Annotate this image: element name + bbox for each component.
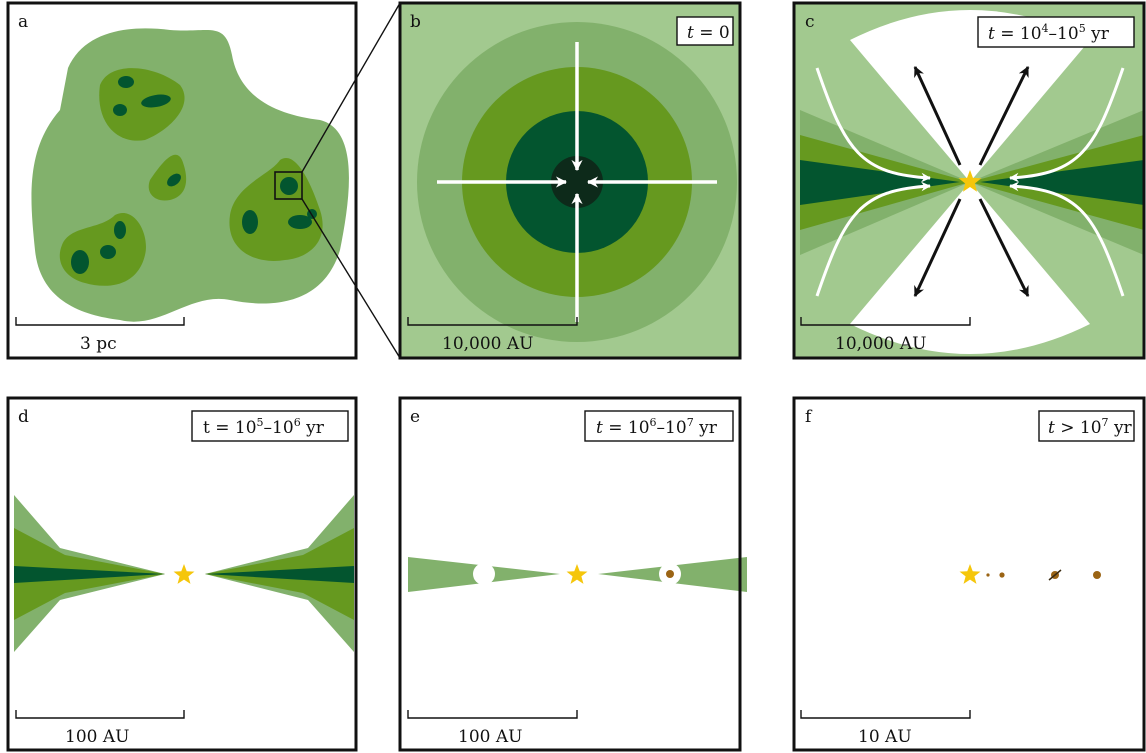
- planet-icon: [986, 573, 990, 577]
- envelope-inner: [800, 160, 960, 205]
- panel-letter: a: [18, 12, 28, 32]
- panel-letter: f: [805, 407, 813, 427]
- planet-icon: [1093, 571, 1101, 579]
- arrow-icon: [1009, 67, 1125, 183]
- star-icon: [173, 564, 195, 584]
- dense-core: [71, 250, 89, 274]
- scale-bar: [15, 710, 185, 719]
- scale-bar: [800, 317, 971, 326]
- disk-gap: [473, 563, 495, 585]
- outflow-arrows: [913, 66, 1030, 297]
- time-box: [676, 16, 734, 46]
- star-shape: [959, 564, 981, 584]
- clump: [148, 154, 187, 201]
- panel-f: f t > 107 yr 10 AU: [792, 396, 1146, 752]
- planet-icon: [999, 572, 1005, 578]
- scale-bar: [800, 710, 971, 719]
- arrow-icon: [913, 66, 962, 166]
- star-shape: [173, 564, 195, 584]
- zoom-lines: [301, 2, 401, 359]
- panel-letter: c: [805, 12, 815, 32]
- outflow-cavity: [850, 182, 1090, 354]
- disk-inner: [205, 566, 354, 583]
- arrow-icon: [913, 198, 962, 297]
- dense-core: [118, 76, 134, 88]
- star-icon: [566, 564, 588, 584]
- envelope-inner: [980, 160, 1144, 205]
- disk-inner: [14, 566, 165, 583]
- time-box: [191, 410, 349, 442]
- time-label: t = 104–105 yr: [988, 22, 1110, 44]
- time-label: t > 107 yr: [1048, 416, 1133, 438]
- time-box: [977, 16, 1135, 48]
- panel-a: a 3 pc: [6, 1, 358, 360]
- planet-ring: [1048, 569, 1062, 581]
- time-label: t = 106–107 yr: [596, 416, 718, 438]
- panel-e: e t = 106–107 yr 100 AU: [398, 396, 747, 752]
- dense-core: [100, 245, 116, 259]
- dense-core: [167, 173, 181, 187]
- scale-label: 10,000 AU: [442, 334, 534, 354]
- scale-bar: [407, 317, 578, 326]
- panel-b: b t = 0 10,000 AU: [398, 1, 742, 360]
- panel-c: c t = 104–105 yr 10,000 AU: [792, 1, 1146, 360]
- time-label: t = 0: [687, 23, 730, 43]
- panel-letter: e: [410, 407, 420, 427]
- dense-core: [114, 221, 126, 239]
- time-box: [1038, 410, 1135, 442]
- panel-letter: d: [18, 407, 29, 427]
- arrow-icon: [815, 181, 931, 297]
- arrow-icon: [978, 66, 1030, 166]
- panel-d: d t = 105–106 yr 100 AU: [6, 396, 358, 752]
- arrow-icon: [815, 67, 931, 183]
- collapsing-core: [551, 156, 603, 208]
- dense-core: [113, 104, 127, 116]
- star-icon: [959, 564, 981, 584]
- scale-label: 10,000 AU: [835, 334, 927, 354]
- dense-core: [280, 177, 298, 195]
- arrow-icon: [1009, 181, 1125, 297]
- scale-label: 3 pc: [80, 334, 117, 354]
- zoom-box: [274, 171, 303, 200]
- scale-label: 100 AU: [65, 727, 129, 747]
- infall-arrows: [437, 42, 717, 322]
- scale-label: 10 AU: [858, 727, 912, 747]
- scale-label: 100 AU: [458, 727, 522, 747]
- star-shape: [566, 564, 588, 584]
- panel-letter: b: [410, 12, 421, 32]
- dense-core: [242, 210, 258, 234]
- scale-bar: [407, 710, 578, 719]
- dense-core: [288, 215, 312, 229]
- time-box: [584, 410, 734, 442]
- star-shape: [958, 170, 982, 192]
- scale-bar: [15, 317, 185, 326]
- arrow-icon: [978, 198, 1030, 297]
- infall-streamlines: [815, 67, 1125, 297]
- outflow-cavity: [850, 10, 1090, 182]
- clump: [229, 158, 323, 261]
- star-icon: [958, 170, 982, 192]
- dense-core: [141, 94, 171, 108]
- planet-icon: [666, 570, 674, 578]
- time-label: t = 105–106 yr: [203, 416, 325, 438]
